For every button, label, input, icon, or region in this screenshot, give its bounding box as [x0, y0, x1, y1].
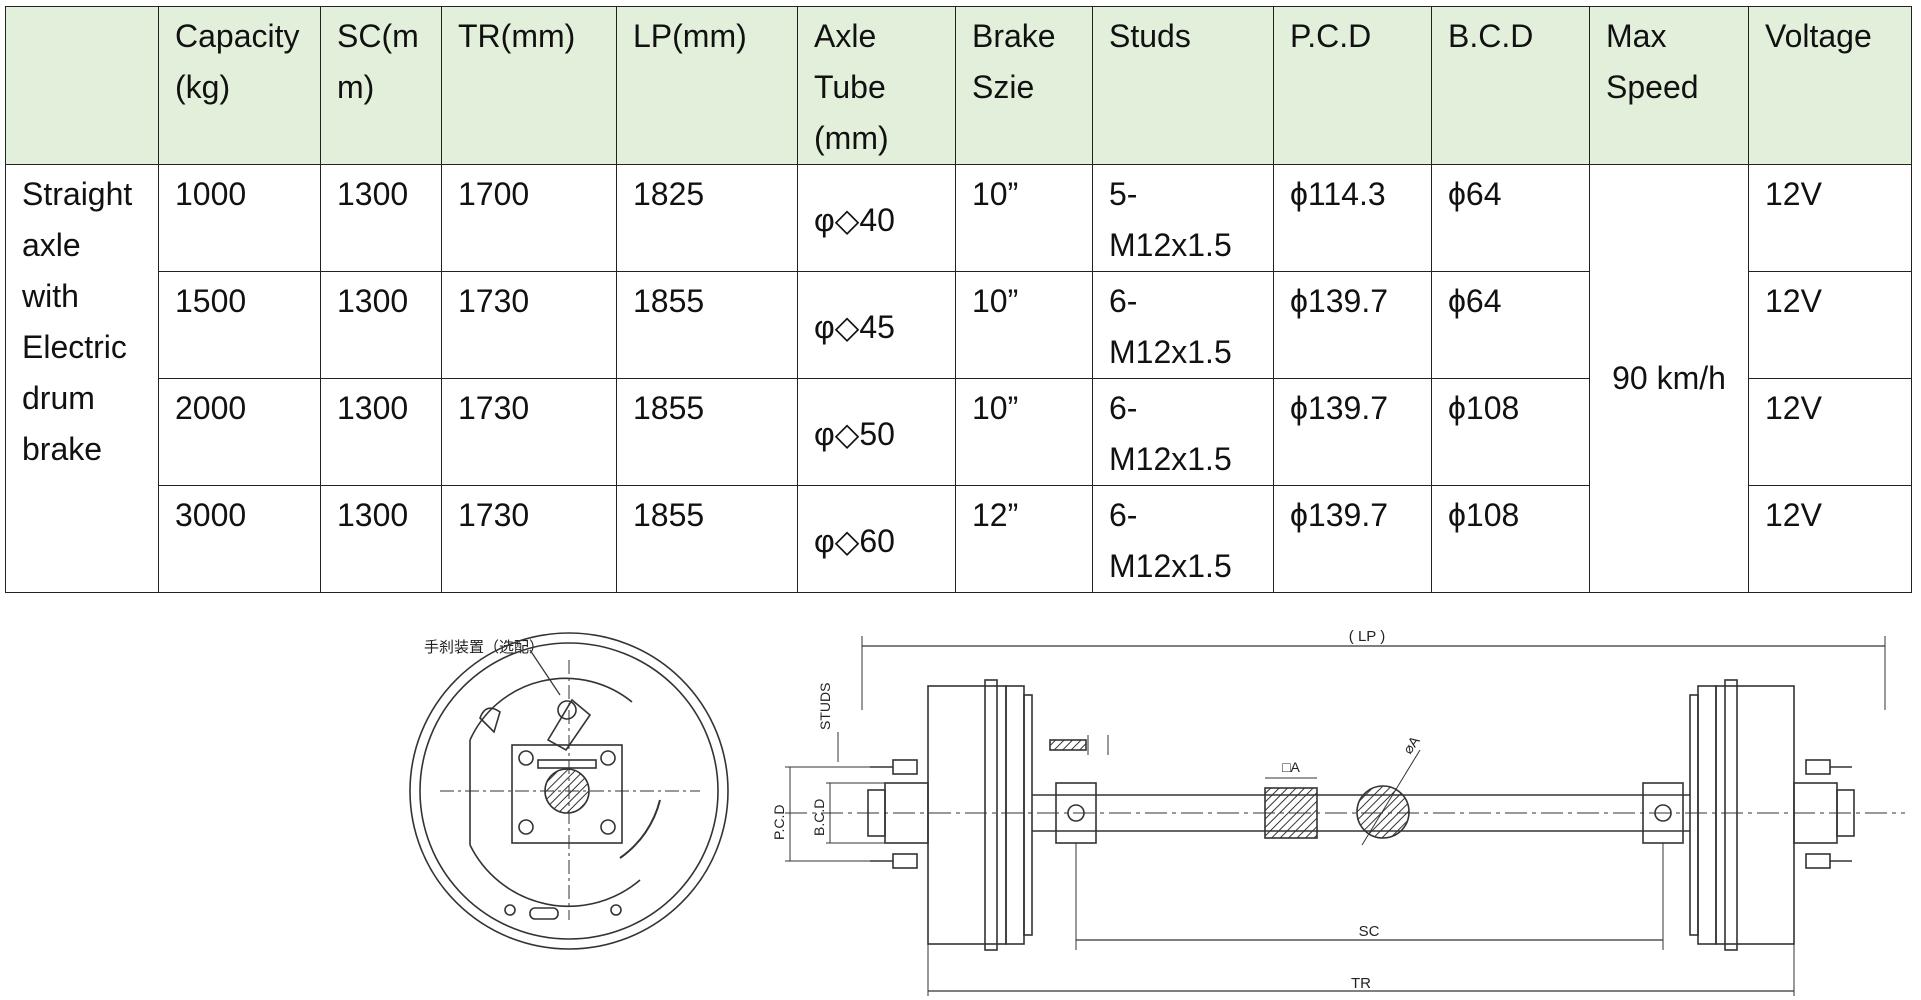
cell-lp: 1825 [616, 164, 798, 272]
header-brake-size: Brake Szie [955, 6, 1093, 165]
cell-sc: 1300 [320, 271, 442, 379]
header-capacity: Capacity(kg) [158, 6, 321, 165]
cell-brake-size: 10” [955, 164, 1093, 272]
header-blank [5, 6, 159, 165]
cell-bcd: ϕ108 [1431, 378, 1590, 486]
axle-tube-value: φ◇60 [814, 523, 895, 559]
hand-brake-note: 手刹装置（选配） [424, 639, 544, 656]
cell-axle-tube: φ◇40 [797, 164, 956, 272]
cell-sc: 1300 [320, 378, 442, 486]
cell-voltage: 12V [1748, 164, 1912, 272]
header-voltage: Voltage [1748, 6, 1912, 165]
cell-studs: 6-M12x1.5 [1092, 271, 1274, 379]
cell-sc: 1300 [320, 164, 442, 272]
cell-studs: 5-M12x1.5 [1092, 164, 1274, 272]
square-section-label: □A [1282, 759, 1300, 775]
cell-pcd: ϕ114.3 [1273, 164, 1432, 272]
cell-lp: 1855 [616, 271, 798, 379]
cell-studs: 6-M12x1.5 [1092, 485, 1274, 593]
cell-pcd: ϕ139.7 [1273, 271, 1432, 379]
axle-tube-value: φ◇45 [814, 309, 895, 345]
cell-capacity: 2000 [158, 378, 321, 486]
cell-axle-tube: φ◇50 [797, 378, 956, 486]
header-max-speed: Max Speed [1589, 6, 1749, 165]
technical-drawings: 手刹装置（选配） ( LP ) [409, 628, 1905, 996]
cell-brake-size: 10” [955, 378, 1093, 486]
spec-table: Capacity(kg) SC(mm) TR(mm) LP(mm) Axle T… [5, 6, 1912, 593]
cell-tr: 1730 [441, 485, 617, 593]
cell-tr: 1730 [441, 271, 617, 379]
cell-brake-size: 10” [955, 271, 1093, 379]
header-bcd: B.C.D [1431, 6, 1590, 165]
header-sc: SC(mm) [320, 6, 442, 165]
cell-bcd: ϕ64 [1431, 164, 1590, 272]
row-label-axle-type: Straight axle with Electric drum brake [5, 164, 159, 593]
cell-lp: 1855 [616, 378, 798, 486]
cell-bcd: ϕ108 [1431, 485, 1590, 593]
cell-pcd: ϕ139.7 [1273, 485, 1432, 593]
header-row: Capacity(kg) SC(mm) TR(mm) LP(mm) Axle T… [5, 6, 1912, 165]
table-row: 3000 1300 1730 1855 φ◇60 12” 6-M12x1.5 ϕ… [6, 485, 1912, 593]
cell-max-speed: 90 km/h [1589, 164, 1749, 593]
header-pcd: P.C.D [1273, 6, 1432, 165]
axle-tube-value: φ◇50 [814, 416, 895, 452]
lp-dimension-label: ( LP ) [1349, 628, 1385, 645]
cell-capacity: 1000 [158, 164, 321, 272]
table-row: 2000 1300 1730 1855 φ◇50 10” 6-M12x1.5 ϕ… [6, 378, 1912, 486]
cell-tr: 1700 [441, 164, 617, 272]
pcd-dimension-label: P.C.D [771, 804, 787, 840]
cell-capacity: 1500 [158, 271, 321, 379]
cell-voltage: 12V [1748, 485, 1912, 593]
cell-studs: 6-M12x1.5 [1092, 378, 1274, 486]
studs-dimension-label: STUDS [817, 683, 833, 730]
axle-front-view: ( LP ) □A ⌀A [771, 628, 1905, 996]
axle-tube-value: φ◇40 [814, 202, 895, 238]
cell-capacity: 3000 [158, 485, 321, 593]
table-row: Straight axle with Electric drum brake 1… [5, 164, 1912, 593]
sc-dimension-label: SC [1359, 923, 1380, 940]
header-lp: LP(mm) [616, 6, 798, 165]
cell-bcd: ϕ64 [1431, 271, 1590, 379]
cell-tr: 1730 [441, 378, 617, 486]
cell-axle-tube: φ◇45 [797, 271, 956, 379]
cell-voltage: 12V [1748, 271, 1912, 379]
cell-brake-size: 12” [955, 485, 1093, 593]
header-tr: TR(mm) [441, 6, 617, 165]
brake-drum-side-view: 手刹装置（选配） [409, 632, 729, 950]
header-studs: Studs [1092, 6, 1274, 165]
tr-dimension-label: TR [1351, 975, 1371, 992]
cell-voltage: 12V [1748, 378, 1912, 486]
cell-lp: 1855 [616, 485, 798, 593]
cell-axle-tube: φ◇60 [797, 485, 956, 593]
cell-sc: 1300 [320, 485, 442, 593]
bcd-dimension-label: B.C.D [811, 799, 827, 836]
header-axle-tube: Axle Tube (mm) [797, 6, 956, 165]
round-section-label: ⌀A [1399, 732, 1423, 756]
cell-pcd: ϕ139.7 [1273, 378, 1432, 486]
